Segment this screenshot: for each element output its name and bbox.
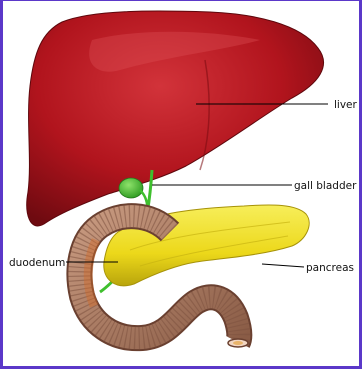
pancreas-leader-line <box>262 264 304 267</box>
gall-bladder-label: gall bladder <box>294 180 357 192</box>
duodenum-label: duodenum <box>9 257 65 269</box>
duodenum-inner-surface <box>88 240 96 306</box>
pancreas-label: pancreas <box>306 262 354 274</box>
liver-label: liver <box>334 99 358 111</box>
duodenum-lumen <box>233 341 243 345</box>
gall-bladder-shape <box>119 178 143 198</box>
